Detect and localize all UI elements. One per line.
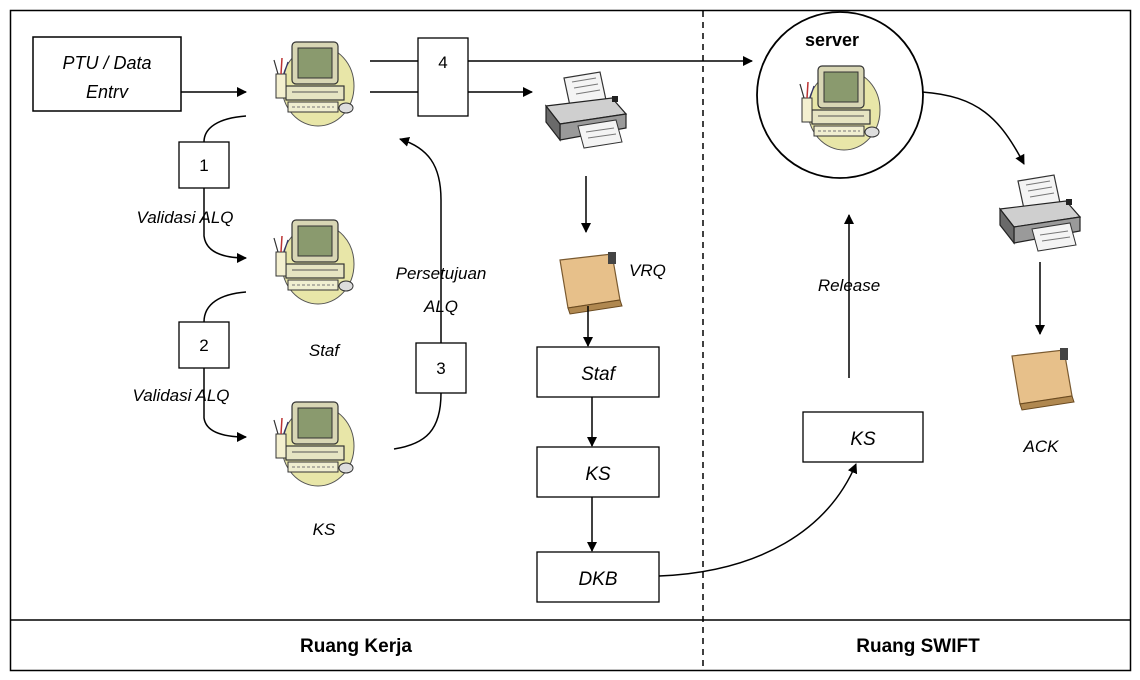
validasi-alq-label-2: Validasi ALQ	[132, 386, 229, 405]
step-box-4	[417, 37, 469, 117]
diagram-frame	[9, 9, 1132, 672]
server-label: server	[805, 30, 859, 50]
room-label-ruang-kerja: Ruang Kerja	[300, 636, 412, 657]
computer-icon	[799, 65, 881, 151]
step-box-1-label: 1	[199, 156, 208, 175]
data-entry-clip	[34, 98, 180, 110]
data-entry-label-line2: Entry	[86, 82, 129, 102]
printer-icon	[545, 71, 627, 149]
room-label-ruang-swift: Ruang SWIFT	[856, 636, 980, 657]
arrow-validasi-2	[203, 291, 246, 437]
step-box-3-label: 3	[436, 359, 445, 378]
staf-box	[536, 346, 660, 398]
clipboard-icon	[559, 251, 623, 315]
staf-box-label: Staf	[581, 364, 617, 385]
computer-icon	[273, 401, 355, 487]
arrow-dkb-to-ks-swift	[658, 463, 858, 577]
printer-icon	[999, 174, 1081, 252]
data-entry-label-line1: PTU / Data	[62, 53, 151, 73]
step-box-2-label: 2	[199, 336, 208, 355]
arrow-validasi-1	[203, 115, 246, 258]
ack-label: ACK	[1023, 437, 1060, 456]
staf-computer-label: Staf	[309, 341, 342, 360]
server-circle	[756, 11, 924, 179]
validasi-alq-label-1: Validasi ALQ	[136, 208, 233, 227]
dkb-box	[536, 551, 660, 603]
ks-swift-box-label: KS	[850, 429, 876, 450]
ks-computer-label: KS	[313, 520, 336, 539]
ks-box-label: KS	[585, 464, 611, 485]
computer-icon	[273, 41, 355, 127]
vrq-label: VRQ	[629, 261, 666, 280]
ks-swift-box	[802, 411, 924, 463]
step-box-4-label: 4	[438, 53, 447, 72]
computer-icon	[273, 219, 355, 305]
clipboard-icon	[1011, 347, 1075, 411]
arrow-persetujuan	[394, 139, 442, 450]
dkb-box-label: DKB	[578, 569, 617, 590]
step-box-3	[415, 342, 467, 394]
ks-box	[536, 446, 660, 498]
arrow-server-to-printer	[921, 91, 1025, 165]
